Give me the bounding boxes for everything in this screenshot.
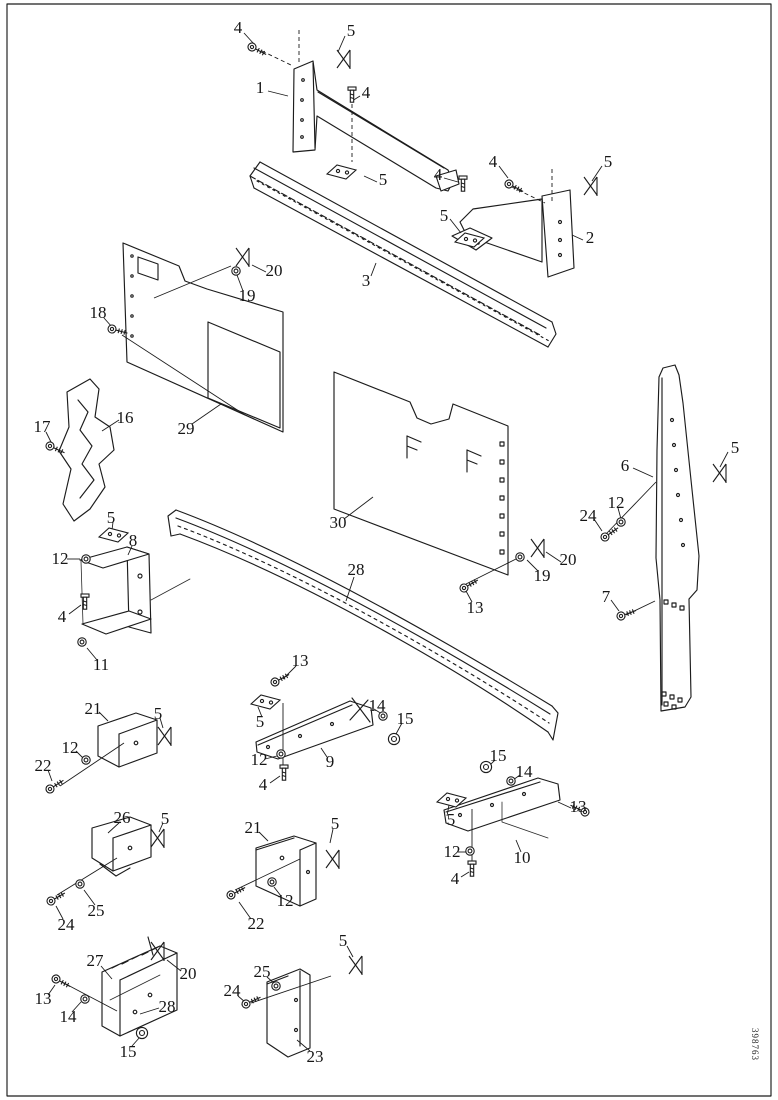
clamp-glyph: [336, 49, 351, 69]
hardware-glyphs: [45, 42, 727, 1040]
part-30-panel: [333, 371, 509, 576]
washer-glyph: [616, 517, 626, 527]
drawing-border: [6, 3, 772, 1097]
washer-glyph: [271, 981, 281, 991]
clip-glyph: [435, 792, 468, 808]
bolt-glyph: [504, 179, 524, 193]
grommet-glyph: [387, 732, 401, 746]
bolt-glyph: [270, 673, 290, 687]
screw-glyph: [458, 175, 468, 192]
washer-glyph: [276, 749, 286, 759]
clip-glyph: [453, 232, 486, 248]
part-6-strip: [655, 364, 700, 712]
screw-glyph: [347, 86, 357, 103]
clamp-glyph: [712, 463, 727, 483]
part-29-panel: [122, 242, 284, 433]
washer-glyph: [75, 879, 85, 889]
clamp-glyph: [583, 176, 598, 196]
part-21-bracket-mid: [255, 835, 317, 907]
part-8-bracket: [79, 546, 191, 635]
bolt-glyph: [600, 527, 619, 542]
part-27-plate-assembly: [101, 936, 178, 1037]
bolt-glyph: [570, 804, 590, 817]
clamp-glyph: [530, 538, 545, 558]
callout-leader-lines: [45, 32, 729, 1052]
bolt-glyph: [46, 892, 66, 906]
clamp-glyph: [157, 726, 172, 746]
clip-glyph: [249, 694, 282, 710]
washer-glyph: [231, 266, 241, 276]
part-10-bracket: [443, 777, 561, 839]
part-3-sill: [249, 161, 557, 348]
bolt-glyph: [51, 974, 71, 988]
washer-glyph: [378, 711, 388, 721]
part-23-bracket: [266, 968, 311, 1058]
part-28-beam: [167, 509, 559, 741]
bolt-glyph: [107, 324, 128, 335]
grommet-glyph: [479, 760, 493, 774]
figure-id-label: 398763: [750, 1028, 760, 1061]
clip-glyph: [97, 527, 130, 543]
clamp-glyph: [348, 955, 363, 975]
washer-glyph: [515, 552, 525, 562]
clamp-glyph: [150, 941, 165, 961]
clip-glyph: [325, 164, 358, 180]
alignment-dashed-lines: [261, 30, 553, 204]
clamp-glyph: [235, 247, 250, 267]
washer-glyph: [80, 994, 90, 1004]
clamp-glyph: [150, 828, 165, 848]
part-16-bracket: [58, 378, 115, 522]
screw-glyph: [279, 764, 289, 781]
part-26-bracket: [91, 816, 152, 877]
screw-glyph: [80, 593, 90, 610]
bolt-glyph: [45, 441, 65, 454]
washer-glyph: [81, 554, 91, 564]
bolt-glyph: [616, 609, 637, 621]
washer-glyph: [465, 846, 475, 856]
bolt-glyph: [459, 579, 479, 593]
part-21-bracket-left: [97, 712, 158, 768]
clamp-glyph: [325, 849, 340, 869]
bolt-glyph: [226, 886, 246, 900]
part-1-end-bracket: [292, 60, 460, 192]
washer-glyph: [506, 776, 516, 786]
bolt-glyph: [241, 996, 261, 1009]
bolt-glyph: [247, 42, 267, 56]
washer-glyph: [81, 755, 91, 765]
screw-glyph: [467, 860, 477, 877]
bolt-glyph: [45, 779, 64, 794]
grommet-glyph: [135, 1026, 149, 1040]
washer-glyph: [267, 877, 277, 887]
washer-glyph: [77, 637, 87, 647]
part-2-end-bracket: [451, 189, 575, 278]
part-9-bracket: [255, 697, 374, 760]
